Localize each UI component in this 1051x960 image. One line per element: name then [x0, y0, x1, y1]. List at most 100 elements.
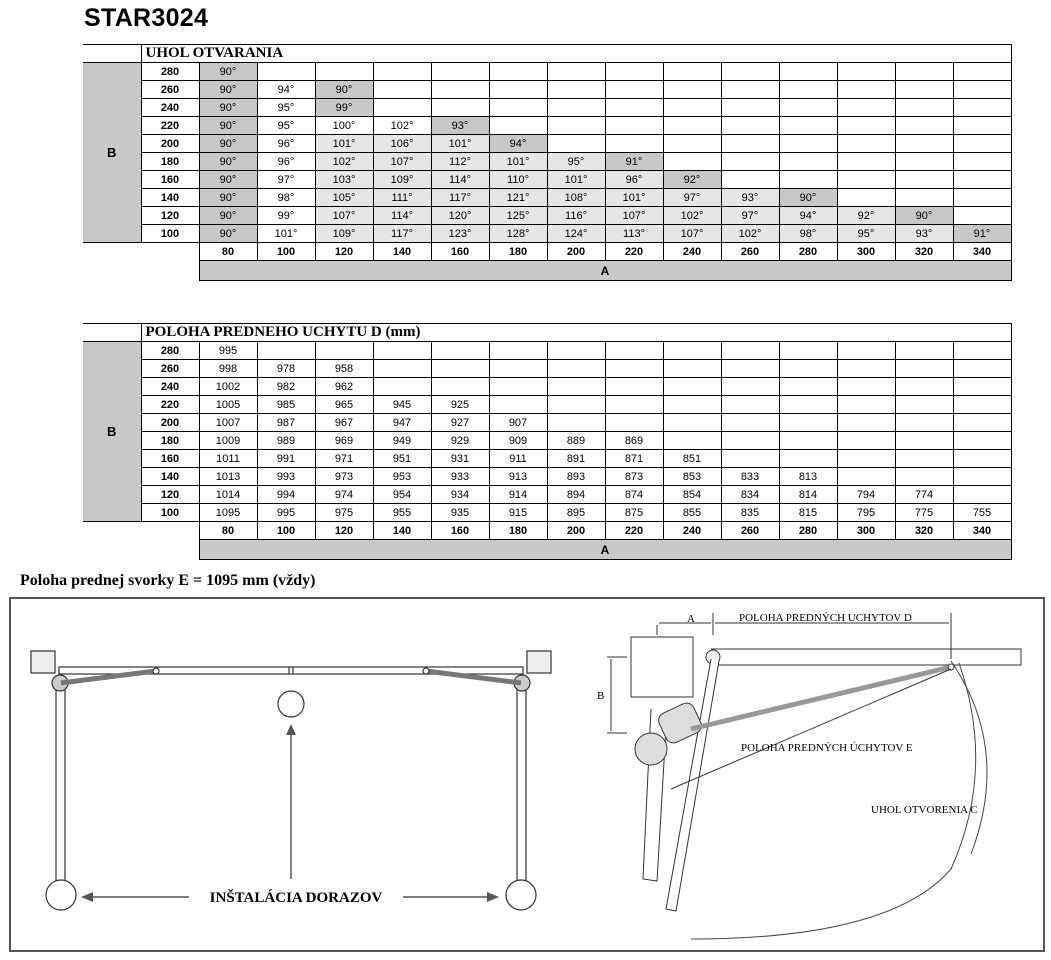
table-cell: 853	[662, 467, 722, 486]
table-cell: 985	[256, 395, 316, 414]
table-cell	[836, 62, 896, 81]
table-cell: 1095	[198, 503, 258, 522]
table-cell	[372, 98, 432, 117]
table-cell	[546, 359, 606, 378]
table-cell	[778, 413, 838, 432]
table-cell: 933	[430, 467, 490, 486]
table-cell: 95°	[836, 224, 896, 243]
table-cell: 90°	[198, 206, 258, 225]
row-label: 200	[140, 134, 200, 153]
table-cell	[778, 134, 838, 153]
row-label: 260	[140, 359, 200, 378]
table-cell	[952, 485, 1012, 504]
table-cell: 954	[372, 485, 432, 504]
column-label: 120	[314, 242, 374, 261]
column-label: 320	[894, 521, 954, 540]
table-cell: 109°	[372, 170, 432, 189]
row-label: 200	[140, 413, 200, 432]
table-cell: 871	[604, 449, 664, 468]
table-cell: 90°	[198, 170, 258, 189]
table-cell	[894, 431, 954, 450]
left-stop	[45, 879, 77, 911]
table-cell: 102°	[720, 224, 780, 243]
install-stops-label: INŠTALÁCIA DORAZOV	[210, 889, 383, 906]
table-cell	[894, 413, 954, 432]
table-cell: 95°	[546, 152, 606, 171]
table-cell	[952, 359, 1012, 378]
table-cell: 90°	[198, 224, 258, 243]
installation-diagram: INŠTALÁCIA DORAZOV	[30, 612, 1022, 940]
table-cell	[778, 395, 838, 414]
table-cell	[488, 62, 548, 81]
column-label: 100	[256, 242, 316, 261]
table-cell: 128°	[488, 224, 548, 243]
table-cell: 107°	[372, 152, 432, 171]
table-cell	[952, 341, 1012, 360]
table-cell	[604, 134, 664, 153]
table-cell: 834	[720, 485, 780, 504]
table-cell: 91°	[952, 224, 1012, 243]
table-cell: 1009	[198, 431, 258, 450]
table-cell: 895	[546, 503, 606, 522]
table-cell	[314, 341, 374, 360]
table-cell	[778, 80, 838, 99]
table-cell: 96°	[604, 170, 664, 189]
table-cell	[546, 134, 606, 153]
table-cell	[836, 377, 896, 396]
table-cell	[720, 62, 780, 81]
table-cell	[662, 431, 722, 450]
table-cell: 90°	[198, 134, 258, 153]
table-cell: 795	[836, 503, 896, 522]
table-cell: 934	[430, 485, 490, 504]
table-cell	[430, 359, 490, 378]
table-cell: 101°	[546, 170, 606, 189]
motor-body	[658, 702, 702, 744]
table-cell	[488, 98, 548, 117]
dim-a-label: A	[687, 613, 695, 625]
table-cell	[894, 467, 954, 486]
table-cell	[720, 152, 780, 171]
right-leaf	[516, 676, 527, 892]
table-cell	[546, 98, 606, 117]
table-cell	[546, 413, 606, 432]
table-cell: 113°	[604, 224, 664, 243]
column-label: 340	[952, 521, 1012, 540]
table-cell	[662, 395, 722, 414]
table-cell	[604, 377, 664, 396]
table-cell	[546, 377, 606, 396]
table-cell: 108°	[546, 188, 606, 207]
table-cell: 774	[894, 485, 954, 504]
table-cell	[894, 98, 954, 117]
table-cell: 775	[894, 503, 954, 522]
table-cell	[894, 152, 954, 171]
table-cell	[662, 413, 722, 432]
left-leaf	[55, 676, 66, 892]
table-cell: 935	[430, 503, 490, 522]
column-label: 180	[488, 242, 548, 261]
table-cell	[778, 152, 838, 171]
table-cell	[546, 62, 606, 81]
table-cell: 989	[256, 431, 316, 450]
table-cell	[546, 116, 606, 135]
table-cell	[662, 341, 722, 360]
table-cell: 1011	[198, 449, 258, 468]
table-cell: 907	[488, 413, 548, 432]
right-post	[526, 650, 552, 674]
table-cell: 955	[372, 503, 432, 522]
row-label: 100	[140, 224, 200, 243]
table-cell: 101°	[488, 152, 548, 171]
column-label: 220	[604, 521, 664, 540]
table-cell	[604, 80, 664, 99]
table-cell	[604, 116, 664, 135]
table-cell	[488, 341, 548, 360]
table-corner	[83, 44, 142, 63]
gate-beam	[58, 666, 524, 675]
